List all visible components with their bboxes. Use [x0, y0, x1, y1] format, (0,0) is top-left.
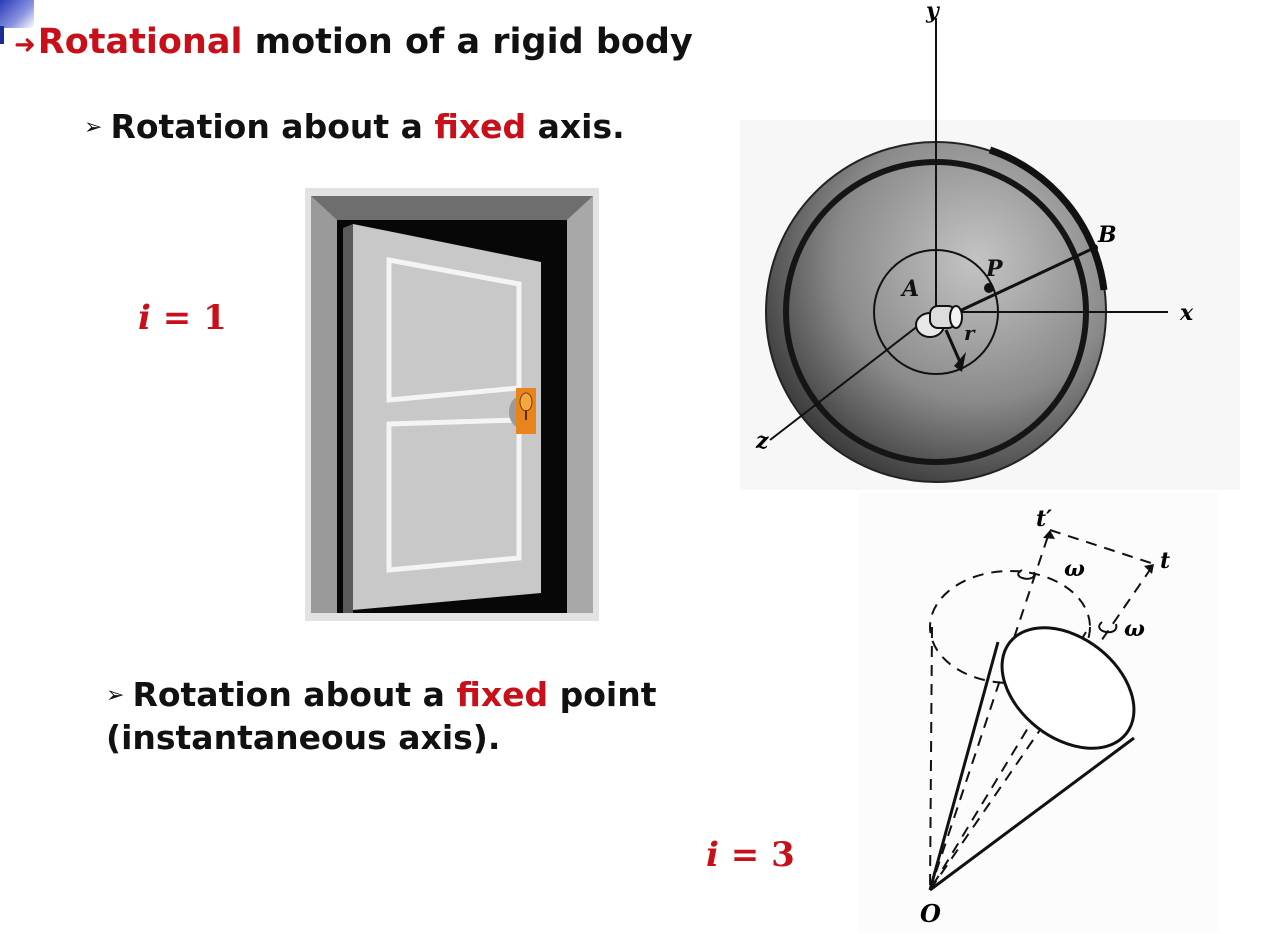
bullet2-text-pre: Rotation about a — [132, 675, 457, 714]
cone-origin-o-label: O — [920, 899, 941, 928]
disk-radius-r-label: r — [964, 321, 976, 345]
label-i-equals-1: i = 1 — [138, 298, 227, 338]
disk-axis-z-label: z — [755, 428, 769, 454]
bullet-marker-icon: ➢ — [106, 683, 125, 708]
bullet-fixed-point: ➢ Rotation about a fixed point (instantan… — [106, 674, 746, 759]
label-i3-rest: = 3 — [718, 835, 795, 875]
label-i-equals-3: i = 3 — [706, 835, 795, 875]
disk-axis-x-label: x — [1179, 300, 1194, 326]
omega-label-2: ω — [1124, 616, 1145, 642]
corner-line — [0, 26, 4, 44]
slide-title: ➜Rotational motion of a rigid body — [14, 22, 693, 62]
label-i1-var: i — [138, 298, 151, 338]
arrow-icon: ➜ — [14, 30, 36, 60]
bullet1-highlight: fixed — [434, 107, 527, 146]
bullet1-text-post: axis. — [526, 107, 625, 146]
disk-point-b-label: B — [1097, 222, 1117, 248]
bullet2-text-post: point (instantaneous axis). — [106, 675, 657, 757]
bullet-marker-icon: ➢ — [84, 115, 103, 140]
cone-figure: t′ t ω ω O — [858, 492, 1218, 932]
label-i1-rest: = 1 — [150, 298, 227, 338]
bullet1-text-pre: Rotation about a — [110, 107, 435, 146]
corner-accent — [0, 0, 34, 28]
disk-axis-y-label: y — [925, 0, 941, 24]
disk-figure: y x z A P B r — [740, 0, 1240, 490]
bullet2-highlight: fixed — [456, 675, 549, 714]
disk-point-p-label: P — [985, 256, 1004, 282]
door-illustration — [305, 188, 599, 621]
label-i3-var: i — [706, 835, 719, 875]
cone-axis-t-prime-label: t′ — [1036, 506, 1052, 532]
disk-point-a-label: A — [900, 276, 919, 302]
bullet-fixed-axis: ➢ Rotation about a fixed axis. — [84, 106, 625, 149]
cone-axis-t-label: t — [1160, 548, 1170, 574]
omega-label-1: ω — [1064, 556, 1085, 582]
title-highlight: Rotational — [37, 22, 243, 62]
title-rest: motion of a rigid body — [242, 22, 693, 62]
